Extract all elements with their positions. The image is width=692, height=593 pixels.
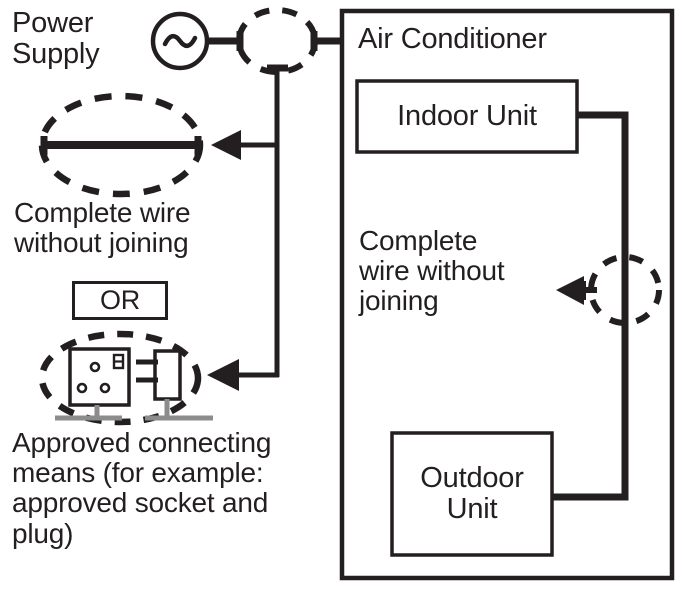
outdoor-unit-box <box>390 431 554 557</box>
arrow-to-socket-plug <box>207 359 279 391</box>
ac-source-icon <box>150 11 210 71</box>
socket-plug-highlight-ellipse <box>38 330 202 426</box>
plug-icon <box>136 349 213 421</box>
label-approved-connecting-means: Approved connecting means (for example: … <box>12 427 272 549</box>
label-outdoor-unit: Outdoor Unit <box>420 461 524 525</box>
label-air-conditioner: Air Conditioner <box>358 23 547 55</box>
interconnect-wire <box>552 111 629 501</box>
supply-down-lead <box>267 64 288 377</box>
indoor-unit-box <box>355 79 579 154</box>
air-conditioner-box <box>339 8 675 581</box>
label-complete-wire-without-joining-right: Complete wire without joining <box>359 225 505 317</box>
arrow-to-complete-wire <box>211 130 277 160</box>
label-power-supply: Power Supply <box>12 7 100 71</box>
supply-highlight-ellipse <box>236 7 318 75</box>
interconnect-highlight-ellipse <box>588 254 662 326</box>
label-complete-wire-without-joining-left: Complete wire without joining <box>14 197 191 259</box>
supply-wire-left <box>207 31 244 51</box>
arrow-to-interconnect-wire <box>556 276 597 305</box>
supply-wire-right <box>310 31 342 51</box>
or-box: OR <box>72 281 168 320</box>
socket-icon <box>55 347 131 421</box>
complete-wire-symbol <box>40 136 202 155</box>
label-indoor-unit: Indoor Unit <box>397 99 537 132</box>
